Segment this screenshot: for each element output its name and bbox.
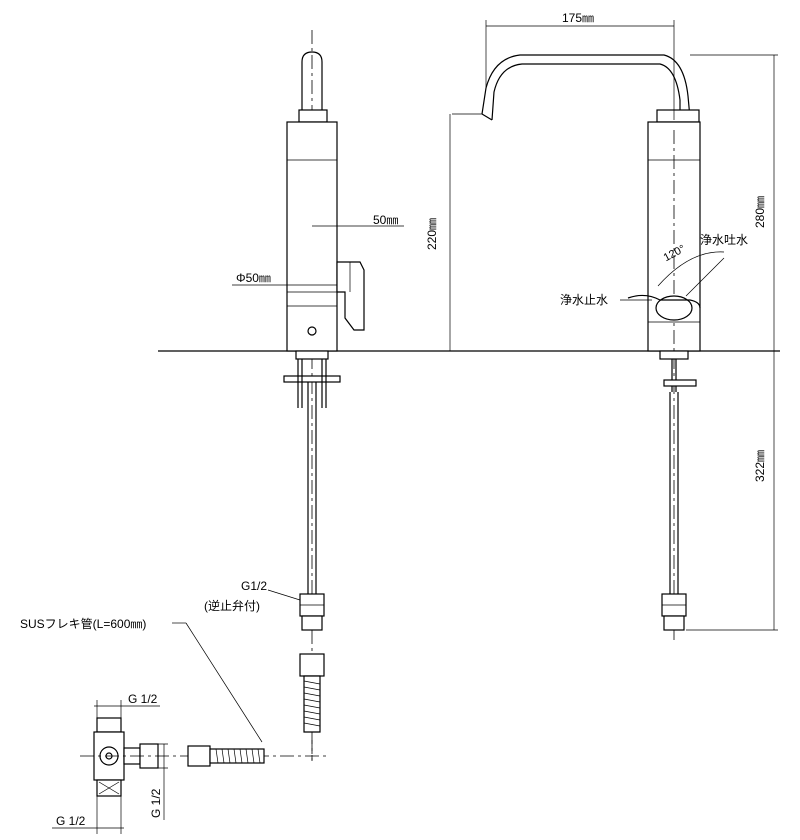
label-connector-thread: G1/2 [241, 579, 267, 593]
label-flexible-hose: SUSフレキ管(L=600㎜) [20, 616, 146, 631]
dim-body-diameter: Φ50㎜ [236, 271, 271, 285]
side-lever-handle [336, 261, 365, 331]
dim-handle-offset: 50㎜ [373, 213, 398, 227]
label-purified-open: 浄水吐水 [700, 233, 748, 247]
dim-total-height: 280㎜ [753, 196, 767, 228]
front-lever-hub [655, 295, 693, 321]
hose-nut [299, 653, 325, 677]
label-valve-bottom-thread: G 1/2 [56, 814, 86, 828]
front-spout-outer [481, 54, 691, 119]
side-screw [307, 326, 317, 336]
side-view: 50㎜ Φ50㎜ G1/2 (逆止弁付) SUSフレキ管(L=600㎜) [20, 30, 404, 760]
hose-horizontal-nut [187, 745, 211, 767]
label-valve-side-thread: G 1/2 [149, 788, 163, 818]
dim-spout-reach: 175㎜ [562, 11, 594, 25]
front-lever [627, 294, 701, 309]
label-purified-close: 浄水止水 [560, 293, 608, 307]
side-mount-plate [283, 375, 341, 383]
dim-spout-height: 220㎜ [425, 218, 439, 250]
side-spout-collar [298, 109, 328, 123]
side-body [286, 121, 338, 352]
hose-horizontal [209, 748, 265, 764]
angle-arc [657, 251, 725, 287]
front-spout-inner [491, 63, 681, 121]
front-view: 120° 浄水吐水 浄水止水 175㎜ 220㎜ 280㎜ 322㎜ [425, 11, 778, 640]
label-valve-top-thread: G 1/2 [128, 692, 158, 706]
shutoff-valve: G 1/2 G 1/2 G 1/2 [52, 692, 330, 834]
label-check-valve: (逆止弁付) [204, 598, 260, 613]
dim-under-counter: 322㎜ [753, 450, 767, 482]
